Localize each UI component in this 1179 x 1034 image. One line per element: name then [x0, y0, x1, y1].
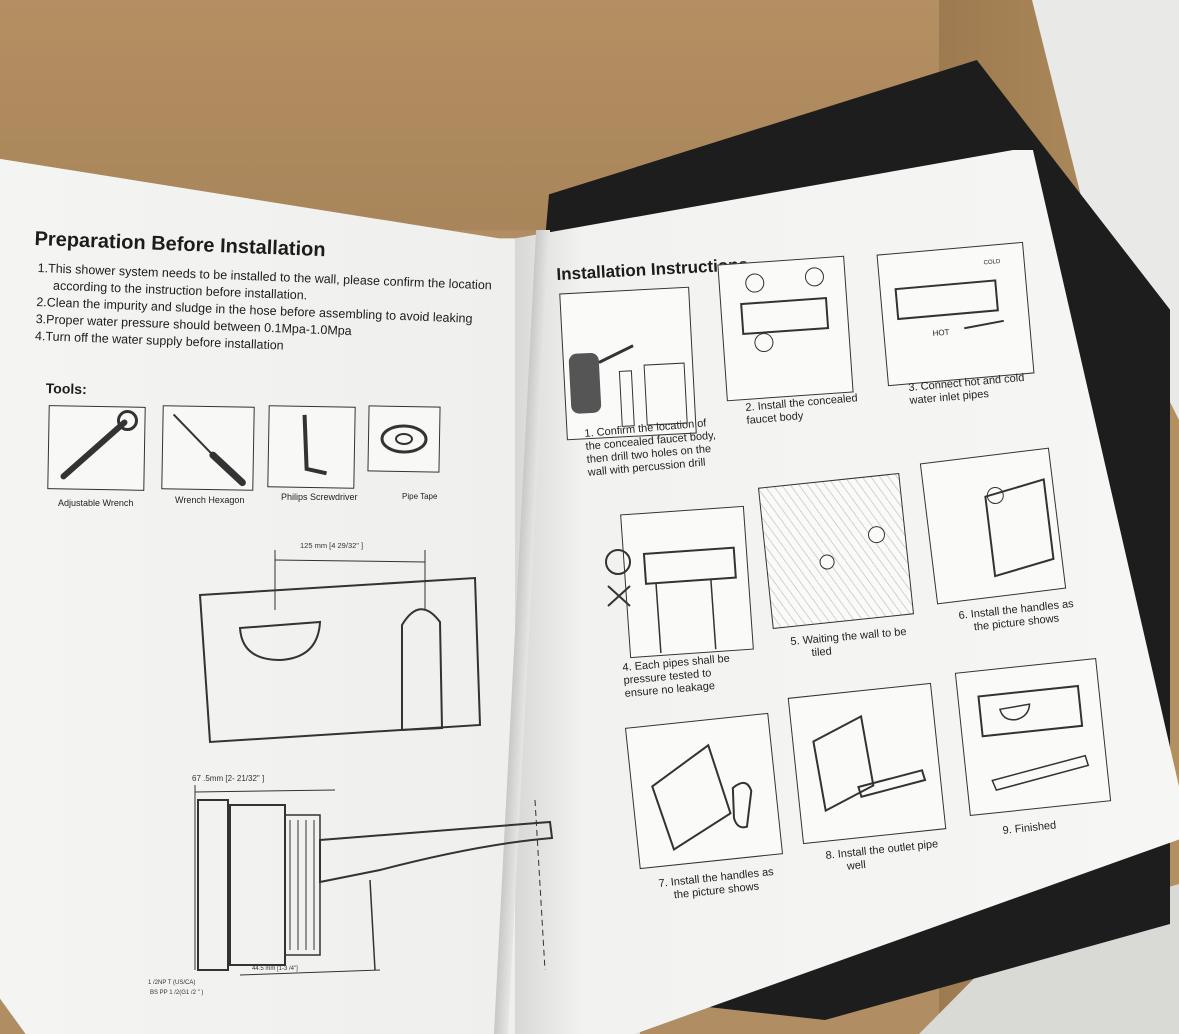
wrench-icon	[60, 410, 138, 480]
pressure-test-icon	[642, 546, 737, 654]
tool-label: Wrench Hexagon	[175, 495, 245, 505]
tool-box-hex-key	[267, 405, 356, 489]
step-8-illustration	[787, 682, 947, 845]
step-2-illustration	[717, 255, 854, 402]
faucet-front-view-drawing	[198, 550, 482, 744]
handle-install-icon	[984, 478, 1055, 578]
drill-icon	[568, 344, 688, 427]
dimension-top: 125 mm [4 29/32" ]	[300, 541, 364, 550]
thread-spec: BS PP 1 /2(G1 /2 " )	[150, 990, 204, 996]
tools-heading: Tools:	[45, 380, 87, 398]
instruction-booklet: Preparation Before Installation 1.This s…	[0, 150, 1179, 1034]
handle-install-icon	[651, 743, 753, 851]
step-6-illustration	[919, 447, 1067, 605]
step-3-illustration: HOT COLD	[876, 241, 1035, 387]
preparation-list: 1.This shower system needs to be install…	[35, 260, 492, 362]
step-4-illustration	[620, 505, 754, 659]
hex-key-icon	[302, 414, 327, 476]
tiled-wall-icon	[819, 526, 886, 570]
tool-label: Pipe Tape	[402, 492, 438, 501]
thread-spec: 1 /2NP T (US/CA)	[148, 980, 196, 986]
dimension-side: 67 .5mm [2- 21/32" ]	[192, 774, 265, 783]
outlet-pipe-icon	[812, 714, 927, 813]
gauge-icon	[605, 549, 631, 607]
faucet-side-view-drawing	[194, 785, 554, 976]
faucet-body-icon	[740, 267, 830, 353]
hot-label: HOT	[932, 327, 950, 339]
tool-label: Adjustable Wrench	[58, 498, 134, 508]
step-9-illustration	[954, 657, 1112, 817]
tool-box-wrench	[47, 405, 146, 491]
step-5-illustration	[757, 472, 915, 630]
screwdriver-icon	[172, 413, 246, 487]
dimension-bottom: 44.5 mm [1-3 /4"]	[252, 966, 298, 972]
tool-box-screwdriver	[161, 405, 255, 491]
tool-box-tape	[367, 405, 441, 473]
finished-faucet-icon	[977, 684, 1090, 792]
tape-icon	[380, 424, 428, 454]
tool-label: Philips Screwdriver	[281, 492, 358, 502]
pipe-connection-icon	[894, 279, 1004, 330]
step-7-illustration	[624, 712, 784, 870]
step-1-illustration	[559, 286, 697, 441]
